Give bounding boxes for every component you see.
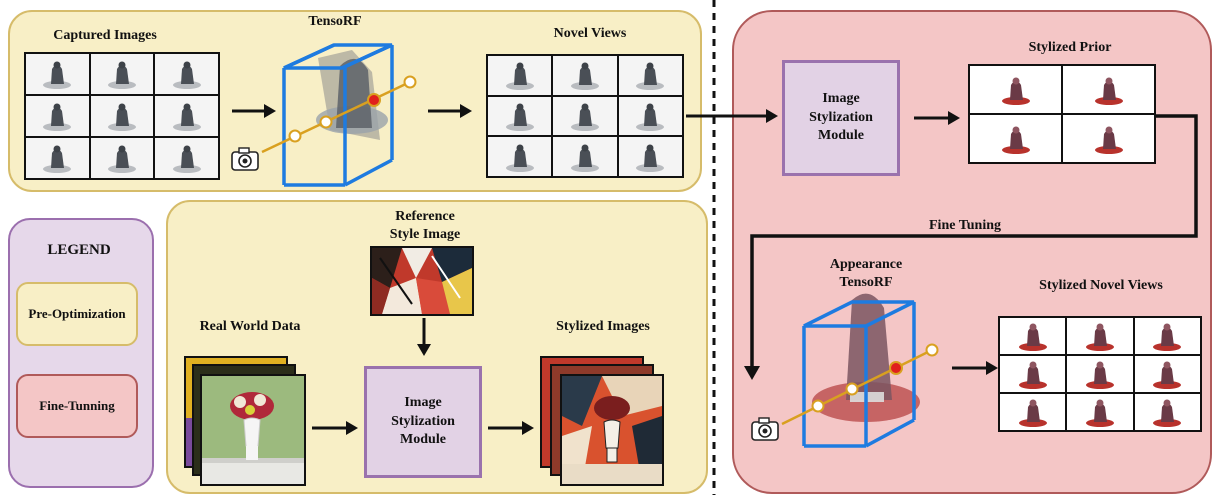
arrow-icon [232,104,276,118]
thumbnail [618,96,682,136]
stylized-novel-views-grid [998,316,1202,432]
legend-fine-tuning: Fine-Tunning [16,374,138,438]
reference-style-image [370,246,474,316]
reference-style-label: Reference Style Image [350,208,500,244]
novel-views-label: Novel Views [553,26,627,41]
module-line1: Image [822,90,860,106]
image-stylization-module-2: Image Stylization Module [782,60,900,176]
thumbnail [553,56,617,95]
thumbnail [1067,394,1133,430]
thumbnail [1067,318,1133,354]
appearance-line2: TensoRF [839,275,893,290]
fine-tuning-label: Fine Tuning [929,218,1001,233]
thumbnail [90,138,154,178]
thumbnail [90,96,154,136]
thumbnail [618,56,682,95]
arrow-icon [312,421,358,435]
thumbnail [90,54,154,94]
camera-icon [751,417,779,441]
thumbnail [155,96,218,136]
module-line2: Stylization [809,109,873,125]
captured-images-label: Captured Images [53,28,157,43]
real-world-data-label: Real World Data [199,319,301,334]
module-line3: Module [400,432,446,448]
novel-views-grid [486,54,684,178]
reference-label-line2: Style Image [389,227,461,242]
thumbnail [155,54,218,94]
stylized-prior-label: Stylized Prior [1028,40,1112,55]
thumbnail [1067,356,1133,392]
thumbnail [26,54,89,94]
thumbnail [970,115,1061,162]
cube-icon [802,293,920,448]
camera-icon [231,147,259,171]
thumbnail [553,137,617,176]
arrow-icon [428,104,472,118]
image-stylization-module: Image Stylization Module [364,366,482,478]
thumbnail [1000,318,1066,354]
thumbnail [1063,66,1154,113]
thumbnail [1000,394,1066,430]
appearance-line1: Appearance [829,257,903,272]
stylized-prior-grid [968,64,1156,164]
appearance-tensorf-label: Appearance TensoRF [806,256,926,292]
arrow-icon [417,318,431,356]
ray [261,75,417,154]
real-world-image-front [200,374,306,486]
thumbnail [488,137,552,176]
tensorf-label: TensoRF [308,14,362,29]
module-line2: Stylization [391,413,455,429]
module-line1: Image [404,394,442,410]
captured-images-grid [24,52,220,180]
thumbnail [618,137,682,176]
separator-line [712,0,716,495]
arrow-icon [952,361,998,375]
stylized-images-label: Stylized Images [556,319,650,334]
stylized-novel-views-label: Stylized Novel Views [1039,278,1163,293]
thumbnail [1134,318,1200,354]
thumbnail [1134,356,1200,392]
fine-tuning-connector [744,114,1198,380]
thumbnail [1063,115,1154,162]
ray [781,343,939,426]
thumbnail [1134,394,1200,430]
thumbnail [26,138,89,178]
thumbnail [488,56,552,95]
reference-label-line1: Reference [395,209,455,224]
thumbnail [26,96,89,136]
arrow-icon [488,421,534,435]
legend-panel [8,218,154,488]
thumbnail [488,96,552,136]
legend-title: LEGEND [47,242,111,258]
thumbnail [1000,356,1066,392]
thumbnail [553,96,617,136]
thumbnail [155,138,218,178]
module-line3: Module [818,128,864,144]
stylized-image-front [560,374,664,486]
arrow-icon [914,111,960,125]
legend-pre-optimization: Pre-Optimization [16,282,138,346]
arrow-icon [686,109,778,123]
thumbnail [970,66,1061,113]
